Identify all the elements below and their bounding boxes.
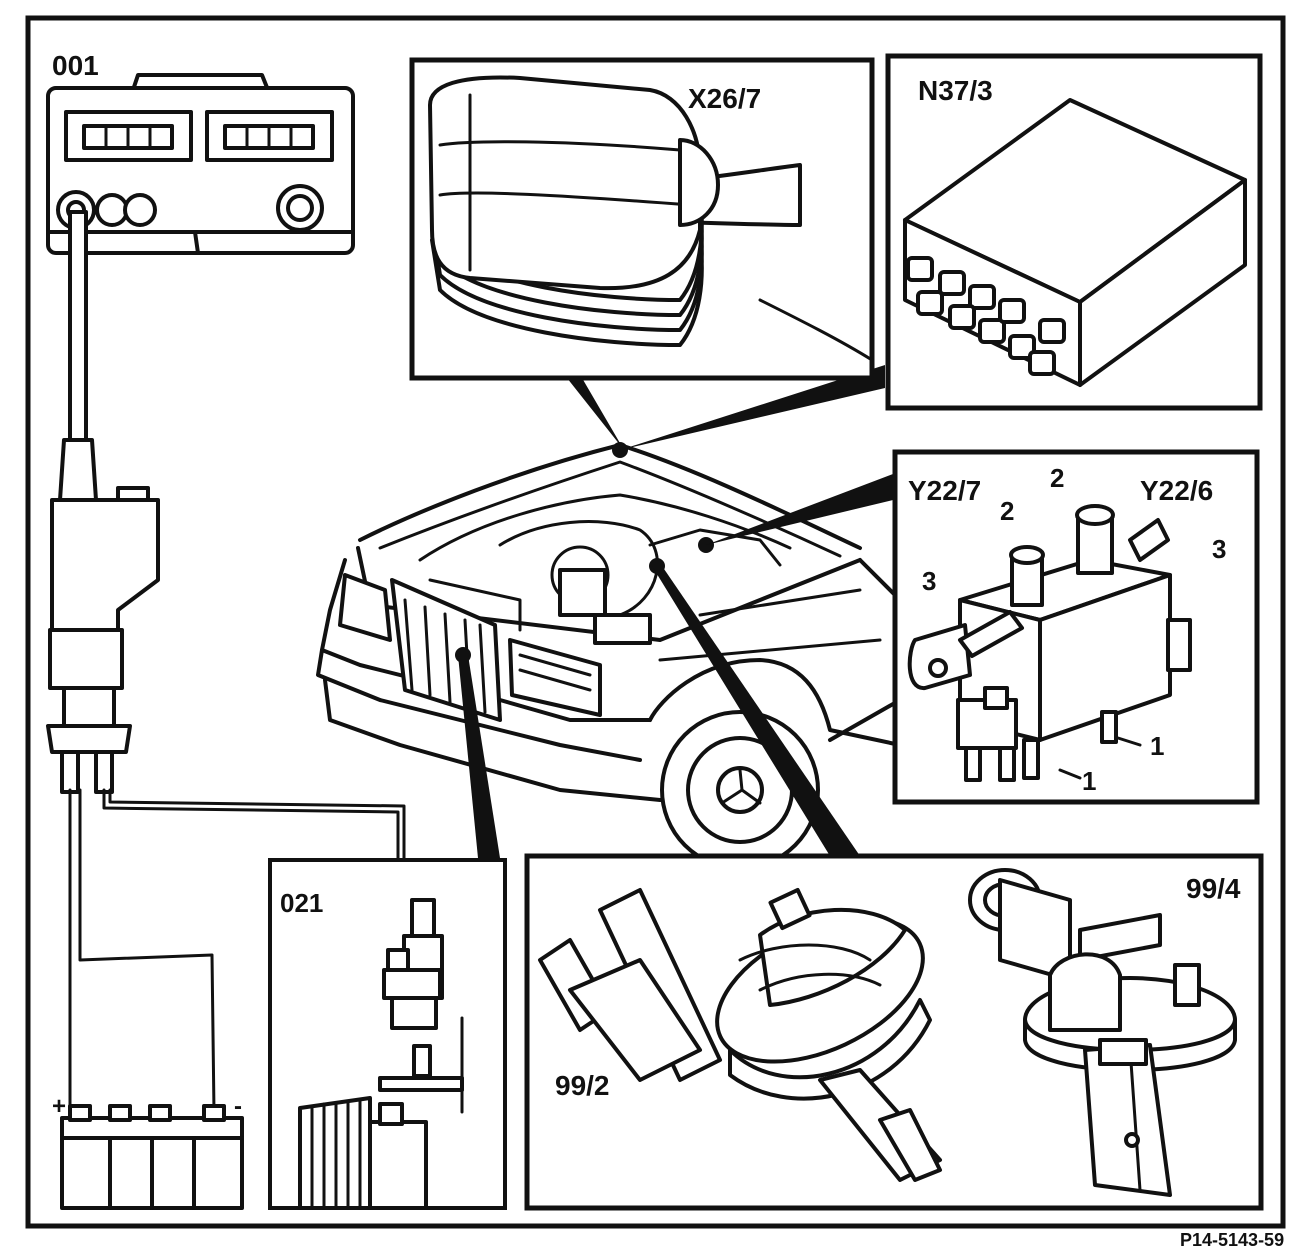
- horn-994-drawing: [968, 868, 1237, 1197]
- battery: [60, 1104, 244, 1210]
- valve-left-label: Y22/7: [908, 475, 981, 506]
- relay-label: N37/3: [918, 75, 993, 106]
- battery-plus-label: +: [52, 1093, 66, 1120]
- battery-minus-label: -: [234, 1093, 242, 1120]
- horn-992-drawing: [538, 887, 942, 1182]
- pin-1b-label: 1: [1082, 766, 1096, 796]
- probe-cable: [68, 210, 88, 447]
- pin-3a-label: 3: [922, 566, 936, 596]
- pin-3b-label: 3: [1212, 534, 1226, 564]
- pointer-n37: [620, 365, 885, 450]
- valve-y22-drawing: [907, 504, 1192, 782]
- outer-frame: [25, 15, 1286, 1229]
- tester-label: 001: [52, 50, 99, 81]
- relay-n37-drawing: [903, 98, 1247, 387]
- connector-x26-drawing: [428, 75, 874, 362]
- pointer-horn-right: [652, 566, 860, 856]
- adapter-021-drawing: [298, 898, 464, 1210]
- pointer-horn-left: [458, 655, 500, 858]
- connector-label: X26/7: [688, 83, 761, 114]
- figure-code: P14-5143-59: [1180, 1230, 1284, 1250]
- probe-clamp: [46, 438, 160, 794]
- adapter-label: 021: [280, 888, 323, 918]
- horn-right-label: 99/4: [1186, 873, 1241, 904]
- valve-right-label: Y22/6: [1140, 475, 1213, 506]
- pin-1a-label: 1: [1150, 731, 1164, 761]
- wire-minus: [78, 788, 216, 1114]
- pin-2a-label: 2: [1000, 496, 1014, 526]
- tester-001: [46, 73, 355, 255]
- pointer-y22: [706, 474, 893, 545]
- pointer-x26: [567, 378, 624, 450]
- horn-left-label: 99/2: [555, 1070, 610, 1101]
- pin-2b-label: 2: [1050, 463, 1064, 493]
- vehicle: [316, 443, 912, 870]
